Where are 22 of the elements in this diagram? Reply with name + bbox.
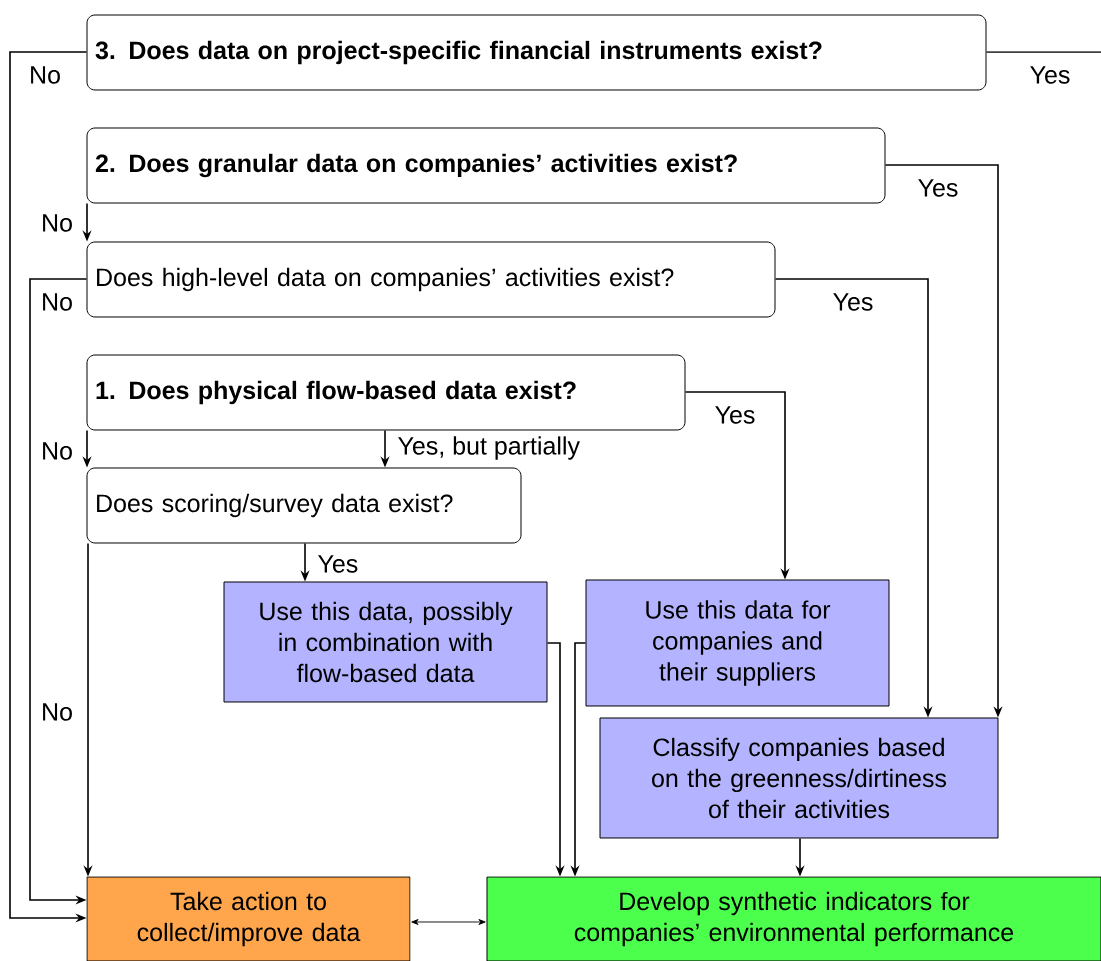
- decision-box: 2. Does granular data on companies’ activities exist?: [86, 127, 886, 204]
- result-box: Develop synthetic indicators for companies’ environmental performance: [486, 876, 1101, 961]
- edge-label: Yes: [833, 293, 873, 311]
- action-box: Take action to collect/improve data: [86, 876, 411, 961]
- decision-box: 1. Does physical flow-based data exist?: [86, 354, 686, 431]
- decision-box: Does high-level data on companies’ activities exist?: [86, 241, 776, 318]
- edge-label: Yes: [318, 555, 358, 573]
- edge-label: No: [43, 703, 72, 721]
- decision-box: 3. Does data on project-specific financial instruments exist?: [86, 14, 987, 91]
- edge-label: No: [43, 293, 72, 311]
- edge-label: Yes, but partially: [398, 436, 580, 460]
- edge-label: No: [43, 442, 72, 460]
- process-box: Classify companies based on the greenness/dirtiness of their activities: [599, 717, 999, 839]
- process-box: Use this data for companies and their suppliers: [585, 579, 890, 707]
- edge-label: Yes: [918, 179, 958, 197]
- edge-label: No: [43, 214, 72, 232]
- decision-box: Does scoring/survey data exist?: [86, 467, 522, 544]
- edge-label: Yes: [715, 406, 755, 424]
- arrow: [411, 919, 486, 925]
- process-box: Use this data, possibly in combination with flow-based data: [223, 581, 548, 703]
- edge-label: Yes: [1030, 66, 1070, 84]
- edge-label: No: [31, 66, 60, 84]
